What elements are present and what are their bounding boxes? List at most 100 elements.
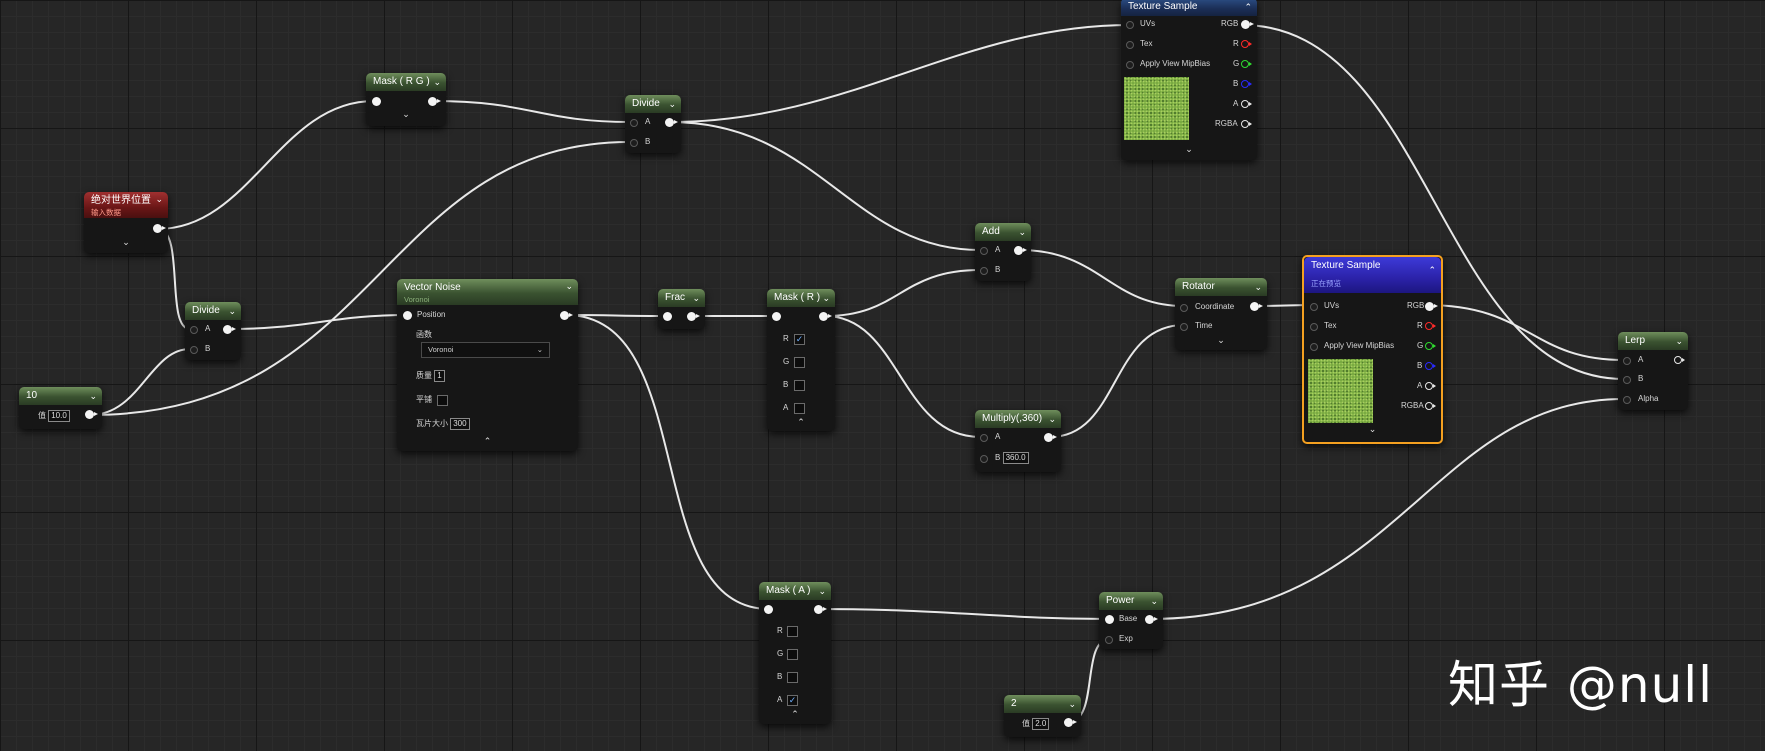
- input-pin-base[interactable]: [1105, 615, 1114, 624]
- node-header[interactable]: Mask ( R ) ⌄: [767, 289, 835, 307]
- input-pin[interactable]: [764, 605, 773, 614]
- chevron-down-icon[interactable]: ⌄: [822, 293, 830, 303]
- node-header[interactable]: Frac ⌄: [658, 289, 705, 307]
- output-pin-b[interactable]: [1241, 80, 1252, 88]
- chevron-down-icon[interactable]: ⌄: [668, 99, 676, 109]
- mask-rg-node[interactable]: Mask ( R G ) ⌄ ⌄: [366, 73, 446, 126]
- node-header[interactable]: Texture Sample ⌃: [1121, 0, 1257, 16]
- node-header[interactable]: 绝对世界位置 输入数据 ⌄: [84, 192, 168, 218]
- chevron-up-icon[interactable]: ⌃: [483, 436, 492, 446]
- input-pin-a[interactable]: [980, 247, 988, 255]
- input-pin-uvs[interactable]: [1310, 303, 1318, 311]
- chevron-down-icon[interactable]: ⌄: [155, 194, 163, 204]
- output-pin-r[interactable]: [1425, 322, 1436, 330]
- output-pin[interactable]: [153, 224, 166, 233]
- chevron-down-icon[interactable]: ⌄: [433, 77, 441, 87]
- frac-node[interactable]: Frac ⌄: [658, 289, 705, 329]
- output-pin-a[interactable]: [1425, 382, 1436, 390]
- output-pin[interactable]: [85, 410, 98, 419]
- node-header[interactable]: Mask ( R G ) ⌄: [366, 73, 446, 91]
- input-pin-uvs[interactable]: [1126, 21, 1134, 29]
- chevron-down-icon[interactable]: ⌄: [1675, 336, 1683, 346]
- value-field[interactable]: 2.0: [1032, 718, 1050, 730]
- output-pin-a[interactable]: [1241, 100, 1252, 108]
- node-header[interactable]: Power ⌄: [1099, 592, 1163, 610]
- output-pin-b[interactable]: [1425, 362, 1436, 370]
- node-header[interactable]: Add ⌄: [975, 223, 1031, 241]
- tiling-checkbox[interactable]: [437, 395, 448, 406]
- output-pin-g[interactable]: [1425, 342, 1436, 350]
- chevron-down-icon[interactable]: ⌄: [1254, 282, 1262, 292]
- input-pin-b[interactable]: [190, 346, 198, 354]
- output-pin[interactable]: [428, 97, 441, 106]
- quality-field[interactable]: 1: [434, 370, 445, 382]
- node-header[interactable]: Lerp ⌄: [1618, 332, 1688, 350]
- output-pin[interactable]: [814, 605, 827, 614]
- node-header[interactable]: 10 ⌄: [19, 387, 102, 405]
- power-node[interactable]: Power ⌄ Base Exp: [1099, 592, 1163, 649]
- chevron-down-icon[interactable]: ⌄: [122, 237, 130, 247]
- constant-2-node[interactable]: 2 ⌄ 值 2.0: [1004, 695, 1081, 737]
- texture-sample-node-2[interactable]: Texture Sample 正在预览 ⌃ UVs RGB Tex R Appl…: [1302, 255, 1443, 444]
- output-pin[interactable]: [1064, 718, 1077, 727]
- chevron-down-icon[interactable]: ⌄: [565, 281, 573, 291]
- chevron-down-icon[interactable]: ⌄: [228, 306, 236, 316]
- texture-sample-node-1[interactable]: Texture Sample ⌃ UVs RGB Tex R Apply Vie…: [1121, 0, 1257, 160]
- node-header[interactable]: Divide ⌄: [625, 95, 681, 113]
- channel-checkbox-g[interactable]: [794, 357, 805, 368]
- chevron-down-icon[interactable]: ⌄: [1018, 227, 1026, 237]
- output-pin[interactable]: [1674, 356, 1685, 364]
- channel-checkbox-g[interactable]: [787, 649, 798, 660]
- input-pin-exp[interactable]: [1105, 636, 1113, 644]
- node-header[interactable]: Texture Sample 正在预览 ⌃: [1304, 257, 1441, 293]
- output-pin[interactable]: [223, 325, 236, 334]
- channel-checkbox-b[interactable]: [787, 672, 798, 683]
- chevron-down-icon[interactable]: ⌄: [402, 109, 410, 119]
- chevron-up-icon[interactable]: ⌃: [1244, 2, 1252, 12]
- node-header[interactable]: Vector Noise Voronoi ⌄: [397, 279, 578, 305]
- channel-checkbox-r[interactable]: [787, 626, 798, 637]
- input-pin-position[interactable]: [403, 311, 412, 320]
- input-pin-time[interactable]: [1180, 323, 1188, 331]
- constant-10-node[interactable]: 10 ⌄ 值 10.0: [19, 387, 102, 429]
- function-dropdown[interactable]: Voronoi ⌄: [421, 342, 550, 358]
- output-pin[interactable]: [665, 118, 678, 127]
- output-pin[interactable]: [819, 312, 832, 321]
- input-pin-b[interactable]: [1623, 376, 1631, 384]
- input-pin-coordinate[interactable]: [1180, 304, 1188, 312]
- rotator-node[interactable]: Rotator ⌄ Coordinate Time ⌄: [1175, 278, 1267, 350]
- add-node[interactable]: Add ⌄ A B: [975, 223, 1031, 281]
- output-pin[interactable]: [560, 311, 573, 320]
- output-pin-rgba[interactable]: [1241, 120, 1252, 128]
- input-pin-a[interactable]: [1623, 357, 1631, 365]
- output-pin[interactable]: [1250, 302, 1263, 311]
- node-header[interactable]: Rotator ⌄: [1175, 278, 1267, 296]
- input-pin-tex[interactable]: [1310, 323, 1318, 331]
- input-pin[interactable]: [663, 312, 672, 321]
- chevron-down-icon[interactable]: ⌄: [1048, 414, 1056, 424]
- output-pin[interactable]: [1044, 433, 1057, 442]
- output-pin[interactable]: [1145, 615, 1158, 624]
- lerp-node[interactable]: Lerp ⌄ A B Alpha: [1618, 332, 1688, 410]
- input-pin-mipbias[interactable]: [1126, 61, 1134, 69]
- chevron-down-icon[interactable]: ⌄: [1217, 335, 1225, 345]
- absolute-world-position-node[interactable]: 绝对世界位置 输入数据 ⌄ ⌄: [84, 192, 168, 253]
- chevron-down-icon[interactable]: ⌄: [1185, 144, 1193, 154]
- input-pin-a[interactable]: [190, 326, 198, 334]
- chevron-down-icon[interactable]: ⌄: [818, 586, 826, 596]
- chevron-down-icon[interactable]: ⌄: [1150, 596, 1158, 606]
- node-header[interactable]: Multiply(,360) ⌄: [975, 410, 1061, 428]
- input-pin-tex[interactable]: [1126, 41, 1134, 49]
- node-header[interactable]: Mask ( A ) ⌄: [759, 582, 831, 600]
- input-pin[interactable]: [372, 97, 381, 106]
- input-pin-a[interactable]: [980, 434, 988, 442]
- channel-checkbox-a[interactable]: ✓: [787, 695, 798, 706]
- chevron-up-icon[interactable]: ⌃: [1428, 265, 1436, 275]
- divide-node-1[interactable]: Divide ⌄ A B: [185, 302, 241, 360]
- divide-node-2[interactable]: Divide ⌄ A B: [625, 95, 681, 153]
- chevron-down-icon[interactable]: ⌄: [692, 293, 700, 303]
- input-pin-b[interactable]: [630, 139, 638, 147]
- tile-size-field[interactable]: 300: [450, 418, 470, 430]
- output-pin-rgba[interactable]: [1425, 402, 1436, 410]
